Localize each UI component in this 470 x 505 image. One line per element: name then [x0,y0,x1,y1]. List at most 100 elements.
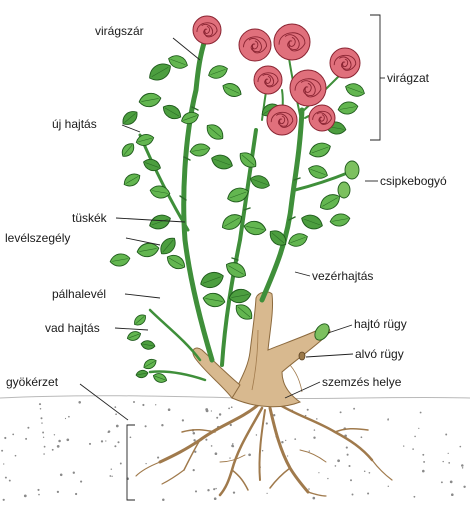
soil-dot [314,429,315,430]
soil-dot [43,437,44,438]
label-szemzes-helye: szemzés helye [322,375,402,389]
soil-dot [418,428,419,429]
soil-dot [266,493,267,494]
soil-dot [364,471,366,473]
soil-dot [350,479,352,481]
soil-dot [340,411,342,413]
soil-dot [347,454,349,456]
label-levelszegely: levélszegély [5,231,70,245]
soil-dot [369,472,371,474]
soil-dot [361,436,363,438]
soil-dot [111,468,112,469]
soil-dot [422,470,425,473]
soil-dot [335,465,337,467]
rose-flower [274,24,310,60]
soil-dot [43,453,45,455]
soil-dot [451,493,454,496]
soil-dot [230,424,232,426]
soil-dot [133,401,135,403]
soil-dot [420,412,422,414]
soil-dot [307,409,309,411]
soil-dot [193,469,195,471]
soil-dot [413,496,415,498]
soil-dot [80,481,82,483]
soil-dot [1,450,3,452]
soil-dot [422,454,424,456]
soil-dot [214,497,217,500]
soil-dot [73,472,75,474]
soil-dot [193,432,196,435]
soil [0,396,470,501]
label-viragzat: virágzat [387,71,430,85]
soil-dot [348,465,350,467]
soil-dot [89,443,91,445]
soil-dot [248,453,251,456]
rose-hips [338,161,359,198]
soil-dot [12,434,14,436]
soil-dot [461,464,464,467]
soil-dot [353,408,355,410]
soil-dot [352,494,354,496]
soil-dot [58,440,61,443]
soil-dot [3,463,4,464]
soil-dot [448,453,449,454]
soil-dot [116,425,119,428]
soil-dot [75,493,77,495]
soil-dot [41,417,43,419]
soil-dot [211,445,213,447]
soil-dot [205,408,208,411]
soil-dot [40,408,42,410]
soil-dot [387,419,389,421]
soil-dot [262,450,263,451]
soil-dot [414,436,416,438]
soil-dot [114,445,116,447]
soil-dot [423,461,425,463]
soil-dot [114,406,116,408]
soil-dot [4,437,6,439]
soil-dot [403,445,404,446]
soil-dot [161,424,163,426]
soil-dot [145,425,147,427]
soil-dot [460,446,462,448]
soil-dot [9,480,11,482]
soil-dot [52,449,54,451]
soil-dot [60,474,63,477]
soil-dot [448,462,450,464]
soil-dot [294,438,296,440]
root-system [136,402,392,496]
soil-dot [231,406,233,408]
soil-dot [316,418,318,420]
soil-dot [442,461,443,462]
soil-dot [57,491,59,493]
label-vezerhajtas: vezérhajtás [312,269,373,283]
soil-dot [233,491,235,493]
label-csipkebogyo: csipkebogyó [380,174,447,188]
soil-dot [215,488,216,489]
soil-dot [193,439,195,441]
soil-dot [463,486,465,488]
rose-flower [309,105,335,131]
soil-dot [44,446,46,448]
soil-dot [445,434,447,436]
soil-dot [15,455,17,457]
soil-dot [462,467,463,468]
soil-dot [266,422,268,424]
soil-dot [318,472,319,473]
label-uj-hajtas: új hajtás [52,117,97,131]
soil-dot [232,443,234,445]
soil-dot [27,427,29,429]
soil-dot [109,475,111,477]
soil-dot [117,441,119,443]
soil-dot [213,488,215,490]
soil-dot [142,404,144,406]
soil-dot [101,440,103,442]
soil-dot [256,434,257,435]
soil-dot [346,447,348,449]
soil-dot [412,448,414,450]
rose-flower [330,48,360,78]
soil-dot [205,439,207,441]
soil-dot [450,481,453,484]
soil-dot [39,403,41,405]
soil-dot [441,481,443,483]
soil-dot [107,431,109,433]
